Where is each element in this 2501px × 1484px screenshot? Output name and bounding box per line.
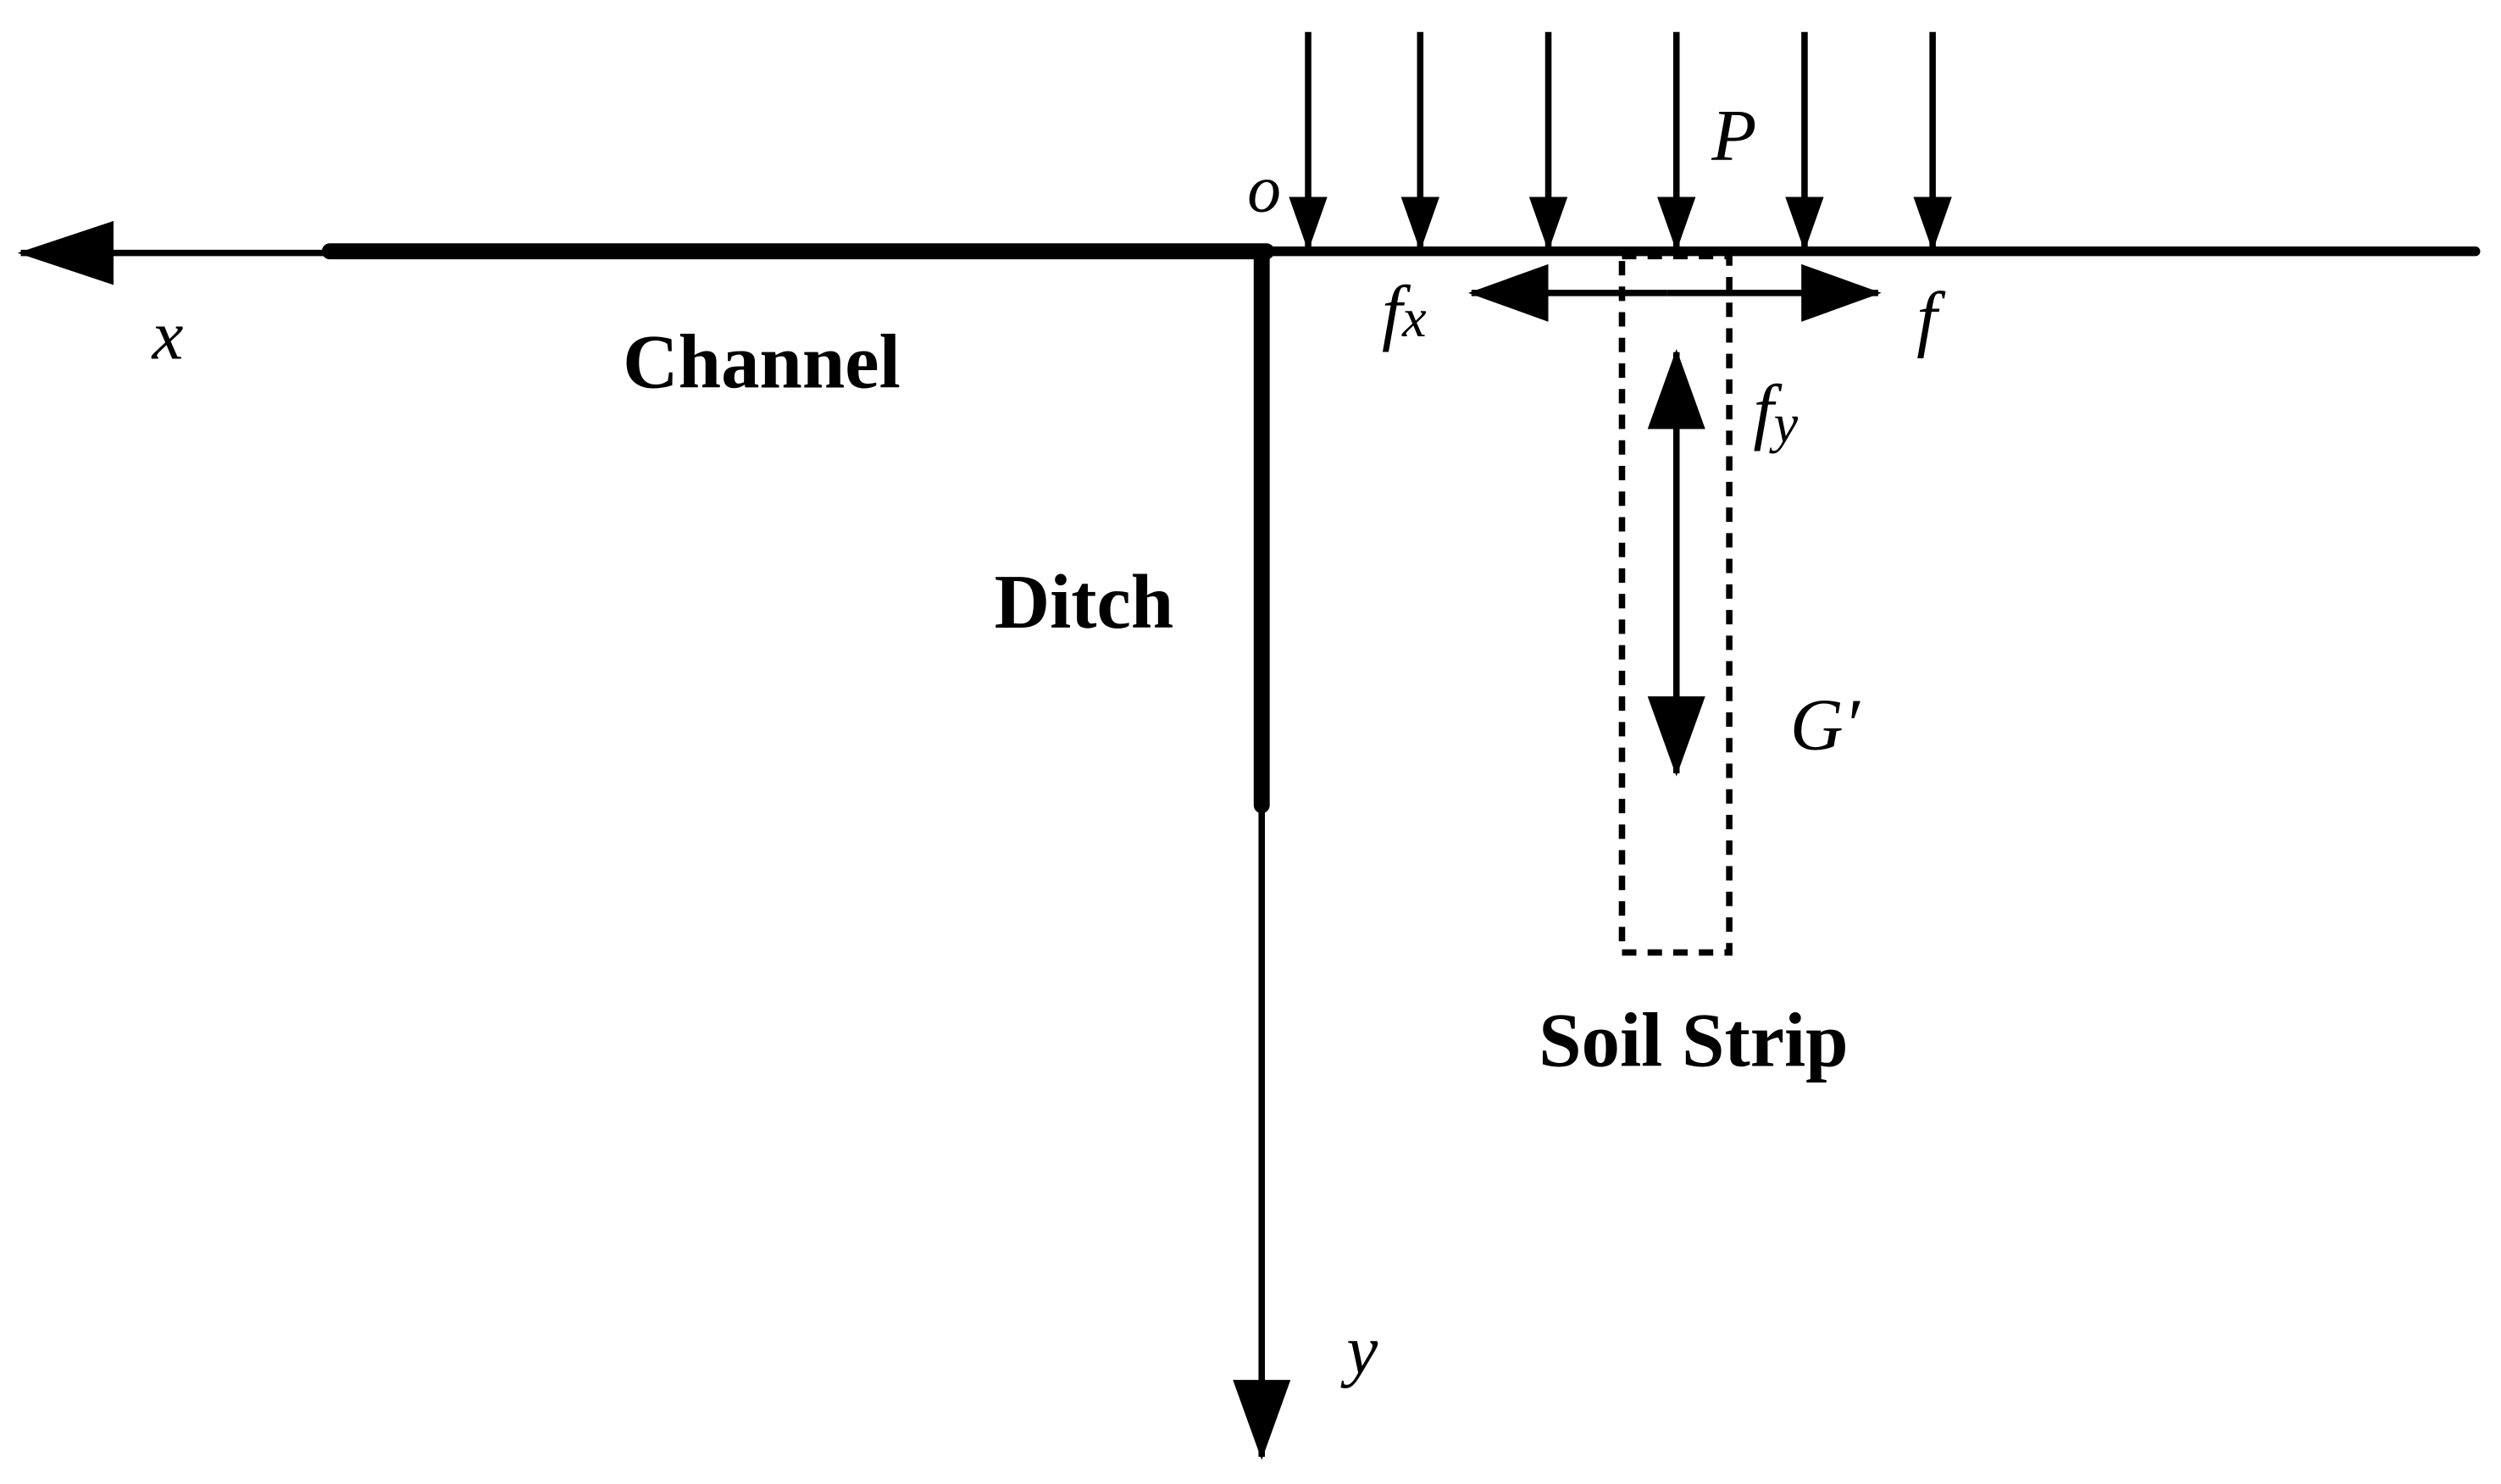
origin-label: o <box>1247 152 1281 226</box>
soil-strip-outline <box>1618 252 1733 956</box>
weight-label: G′ <box>1790 684 1861 766</box>
x-axis-label: x <box>150 296 183 374</box>
pressure-label: P <box>1711 95 1756 176</box>
channel-label: Channel <box>623 318 901 404</box>
friction-y-label: fy <box>1753 370 1798 454</box>
friction-x-label: fx <box>1382 271 1427 352</box>
soil-strip-label: Soil Strip <box>1539 998 1848 1083</box>
friction-label: f <box>1916 277 1946 358</box>
load-arrows-group <box>1289 31 1952 252</box>
y-axis-label: y <box>1340 1311 1378 1389</box>
ditch-label: Ditch <box>995 559 1174 645</box>
